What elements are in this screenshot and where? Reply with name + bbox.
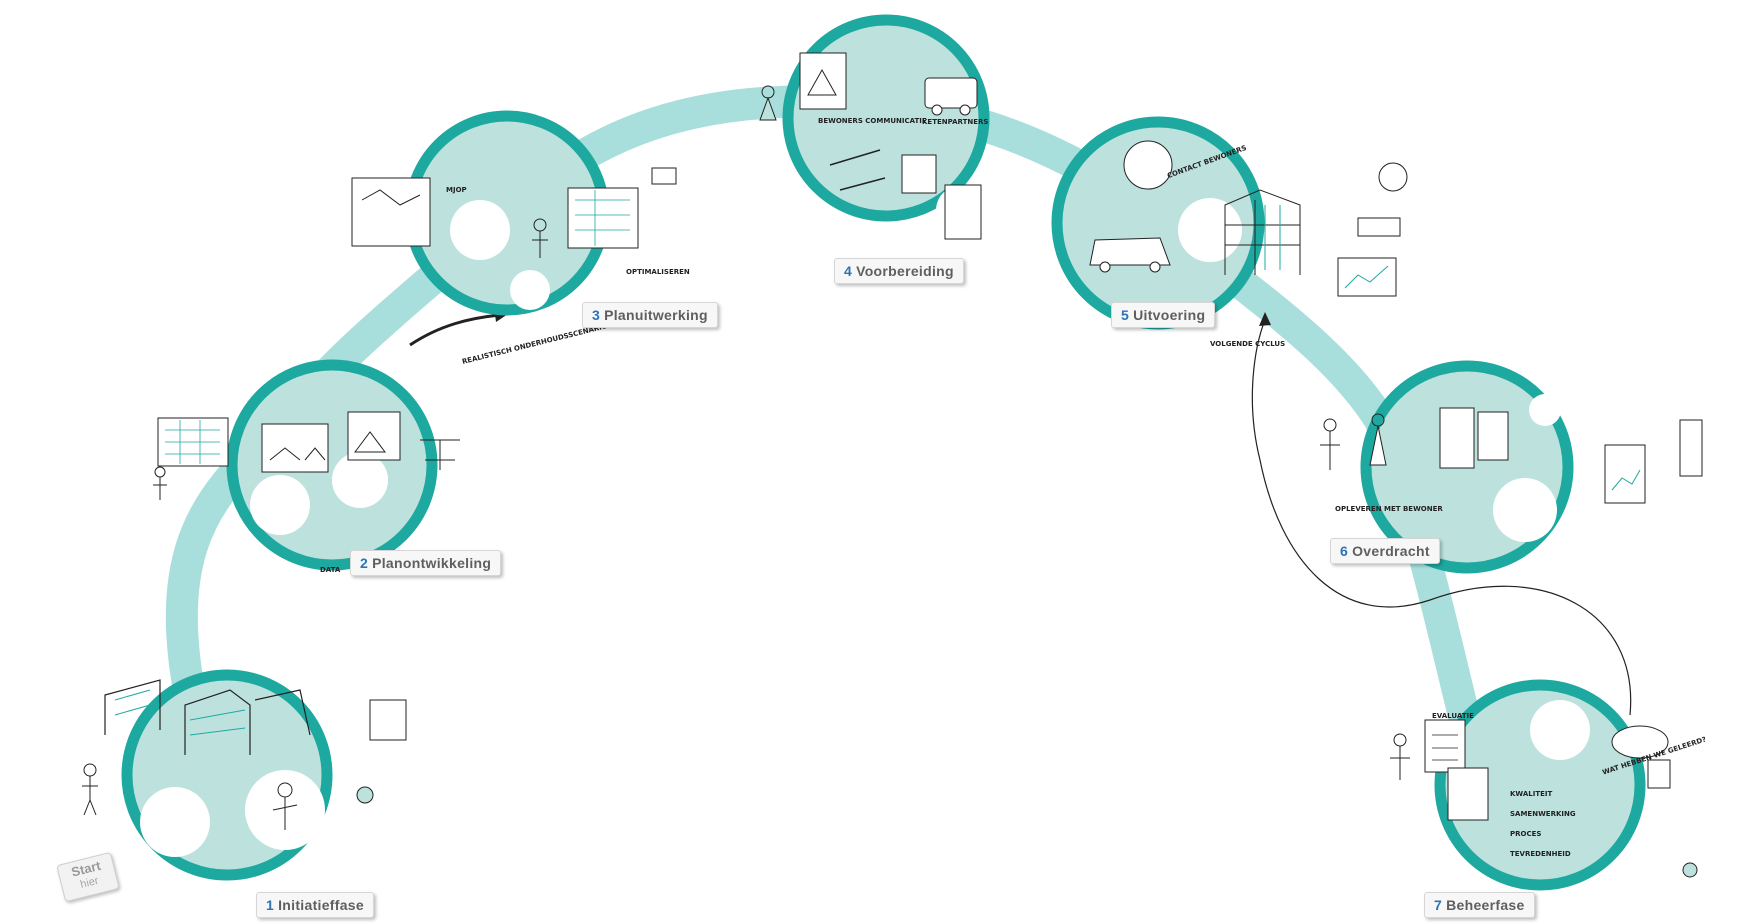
note-samenwerking: SAMENWERKING	[1510, 810, 1576, 818]
phase-circle-3[interactable]	[351, 110, 677, 316]
note-kwaliteit: KWALITEIT	[1510, 790, 1553, 798]
note-ketenpartners: KETENPARTNERS	[922, 118, 989, 126]
phase-circle-6[interactable]	[1320, 360, 1703, 574]
phase-circle-5[interactable]	[1051, 116, 1408, 330]
phase-number: 1	[266, 897, 275, 913]
phase-title: Planontwikkeling	[372, 555, 492, 571]
phase-number: 7	[1434, 897, 1443, 913]
phase-circle-2[interactable]	[153, 359, 460, 571]
phase-circle-4[interactable]	[759, 14, 990, 240]
return-cycle-arrowhead	[1259, 312, 1271, 326]
phase-number: 4	[844, 263, 853, 279]
phase-title: Overdracht	[1352, 543, 1430, 559]
note-bewoners-communicatie: BEWONERS COMMUNICATIE	[818, 117, 927, 125]
phase-circle-1[interactable]	[82, 669, 407, 881]
phase-title: Initiatieffase	[278, 897, 364, 913]
phase-title: Voorbereiding	[856, 263, 954, 279]
phase-title: Planuitwerking	[604, 307, 708, 323]
note-data: DATA	[320, 566, 341, 574]
phase-title: Uitvoering	[1133, 307, 1206, 323]
note-optimaliseren: OPTIMALISEREN	[626, 268, 690, 276]
phase-title: Beheerfase	[1446, 897, 1525, 913]
note-volgende-cyclus: VOLGENDE CYCLUS	[1210, 340, 1286, 348]
return-cycle-arrow	[1251, 319, 1632, 716]
phase-number: 6	[1340, 543, 1349, 559]
note-tevredenheid: TEVREDENHEID	[1510, 850, 1571, 858]
phase-number: 5	[1121, 307, 1130, 323]
phase-circle-7[interactable]	[1390, 679, 1698, 891]
scenario-arrow	[409, 313, 501, 347]
note-mjop: MJOP	[446, 186, 467, 194]
note-proces: PROCES	[1510, 830, 1542, 838]
note-evaluatie: EVALUATIE	[1432, 712, 1474, 720]
note-opleveren-met-bewoner: OPLEVEREN MET BEWONER	[1335, 505, 1443, 513]
phase-number: 2	[360, 555, 369, 571]
phase-number: 3	[592, 307, 601, 323]
